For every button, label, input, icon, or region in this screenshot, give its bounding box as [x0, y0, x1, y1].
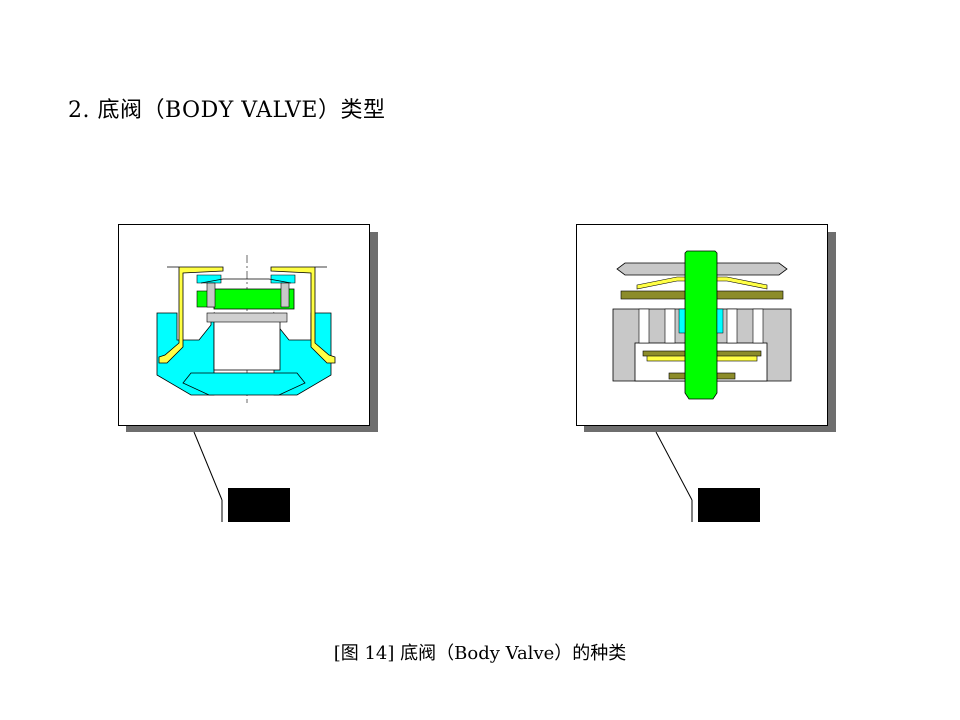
- right-cap-block: [270, 274, 296, 284]
- cyan-insert-right: [716, 308, 724, 334]
- left-valve-diagram: [118, 224, 370, 426]
- passage-2: [664, 308, 676, 344]
- right-pin: [280, 282, 290, 308]
- center-piston: [213, 319, 281, 371]
- center-rod: [684, 250, 718, 400]
- left-yellow-shell: [158, 266, 224, 364]
- page-title: 2. 底阀（BODY VALVE）类型: [68, 98, 386, 123]
- bottom-skirt: [182, 372, 306, 396]
- yellow-top-line: [200, 278, 292, 284]
- passage-4: [752, 308, 764, 344]
- piston-plate: [206, 312, 288, 323]
- cyan-insert-left: [678, 308, 686, 334]
- passage-1: [638, 308, 650, 344]
- right-callout-line: [655, 431, 693, 501]
- right-valve-drawing: [612, 250, 792, 400]
- right-label-box: [698, 488, 760, 522]
- left-label-box: [228, 488, 290, 522]
- left-valve-drawing: [156, 255, 336, 403]
- figure-caption: [图 14] 底阀（Body Valve）的种类: [333, 643, 627, 664]
- left-callout-line: [193, 431, 223, 501]
- passage-3: [726, 308, 738, 344]
- left-cap-block: [196, 274, 222, 284]
- left-pin: [206, 282, 216, 308]
- right-yellow-shell: [270, 266, 336, 364]
- right-valve-diagram: [576, 224, 828, 426]
